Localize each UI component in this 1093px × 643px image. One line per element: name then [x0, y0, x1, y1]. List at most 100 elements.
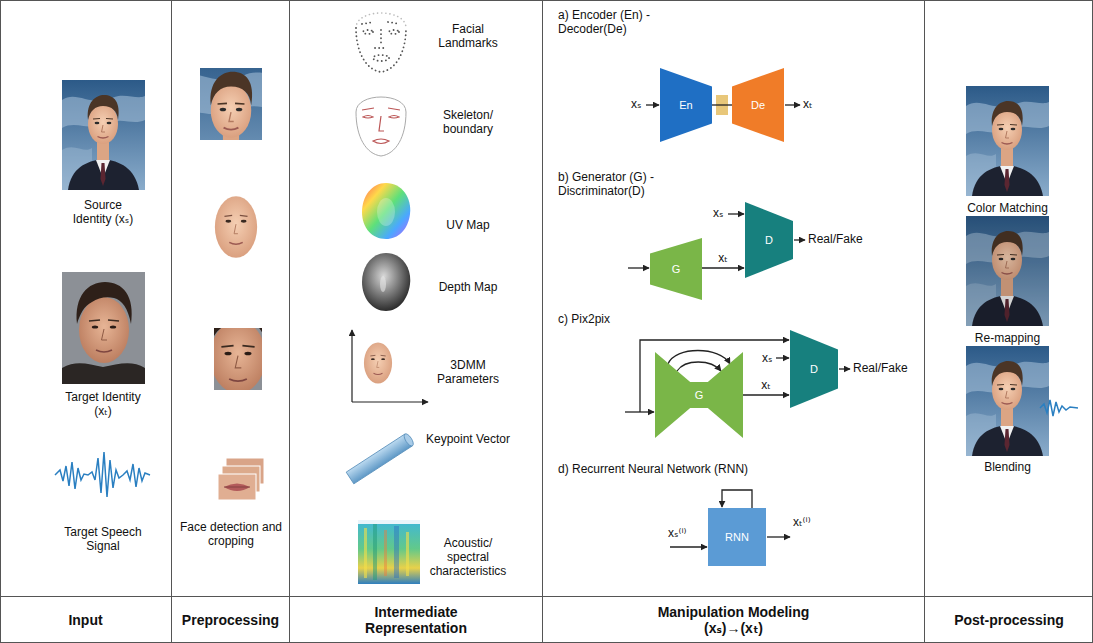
heading-band: Preprocessing — [172, 596, 289, 643]
skeleton-sketch — [379, 116, 384, 131]
face-crops — [215, 196, 257, 257]
representation-name: UV Map — [423, 218, 513, 232]
landmark-sketch — [356, 13, 406, 72]
variable-label: xₛ — [631, 97, 641, 111]
spectrogram — [373, 524, 377, 580]
model-title: d) Recurrent Neural Network (RNN) — [558, 462, 748, 476]
discriminator-block-fill — [745, 202, 793, 278]
step-caption: Face detection and cropping — [175, 520, 287, 548]
variable-label: xₜ⁽ⁱ⁾ — [793, 515, 811, 529]
encoder-block-fill — [660, 68, 712, 142]
depth-map — [362, 253, 410, 311]
spectrogram — [406, 532, 409, 576]
input-caption: Target Identity (xₜ) — [65, 390, 141, 418]
depth-map — [362, 253, 410, 311]
block-name: G — [695, 389, 704, 402]
model-arrows — [625, 95, 850, 547]
landmark-sketch — [375, 30, 387, 48]
model-arrows — [785, 104, 800, 105]
block-name: G — [672, 263, 681, 276]
landmark-sketch — [362, 22, 400, 24]
model-arrows — [646, 104, 659, 105]
generator-block: G — [650, 238, 702, 300]
discriminator-block: D — [745, 202, 793, 278]
column-heading: Preprocessing — [182, 612, 279, 628]
block-text-area: RNN — [708, 508, 766, 566]
block-name: D — [765, 234, 773, 247]
spectrogram — [358, 520, 420, 524]
column-heading: Post-processing — [954, 612, 1064, 628]
heading-band: Manipulation Modeling (xₛ)→(xₜ) — [543, 596, 924, 643]
variable-label: xₛ — [762, 351, 772, 365]
model-arrows — [628, 267, 649, 268]
representation-name: Skeleton/ boundary — [428, 108, 508, 136]
landmark-sketch — [356, 28, 406, 72]
block-text-area: G — [655, 352, 743, 438]
column-heading: Intermediate Representation — [351, 604, 481, 636]
skeleton-sketch — [356, 97, 406, 156]
column-heading: Manipulation Modeling (xₛ)→(xₜ) — [634, 604, 834, 636]
output-photos — [966, 216, 1049, 326]
face-crops — [176, 51, 288, 500]
discriminator-block-fill — [790, 330, 838, 408]
representation-name: Facial Landmarks — [428, 22, 508, 50]
heading-band: Intermediate Representation — [290, 596, 542, 643]
connector-arrow — [743, 394, 789, 395]
input-photos — [62, 272, 145, 384]
output-photos — [966, 86, 1078, 456]
spectrogram — [394, 526, 399, 578]
face-crops — [176, 51, 288, 199]
connector-arrow — [712, 104, 732, 105]
variable-label: xₛ — [713, 206, 723, 220]
output-label: Real/Fake — [853, 361, 908, 375]
landmark-sketch — [373, 55, 389, 61]
model-title: c) Pix2pix — [558, 312, 610, 326]
face-crops — [224, 487, 250, 488]
output-photos — [1040, 400, 1078, 416]
skeleton-sketch — [373, 139, 389, 144]
uv-map — [362, 183, 410, 239]
3dmm-axes — [351, 330, 352, 402]
connector-label: xₜ — [716, 251, 730, 265]
output-label: Real/Fake — [808, 232, 863, 246]
stage-column: Input — [0, 0, 172, 643]
face-crops — [192, 293, 284, 417]
model-arrows — [776, 357, 789, 358]
spectrogram — [358, 520, 420, 584]
output-photos — [966, 346, 1049, 456]
block-name: D — [810, 363, 818, 376]
landmark-sketch — [356, 13, 406, 28]
keypoint-vector — [346, 432, 415, 484]
skeleton-sketch — [362, 108, 400, 110]
face-crops — [192, 293, 284, 417]
skeleton-sketch — [362, 108, 400, 144]
heading-band: Post-processing — [925, 596, 1093, 643]
speech-waveform — [55, 452, 150, 497]
step-caption: Color Matching — [951, 201, 1064, 215]
landmark-sketch — [356, 22, 406, 72]
column-heading: Input — [68, 612, 102, 628]
depth-map — [380, 276, 386, 292]
input-caption: Source Identity (xₛ) — [63, 198, 143, 226]
face-crops — [218, 474, 256, 500]
landmark-sketch — [389, 30, 399, 34]
block-name: RNN — [725, 531, 749, 544]
3dmm-axes — [352, 401, 428, 402]
decoder-block: De — [732, 68, 784, 142]
face-crops — [176, 51, 288, 199]
keypoint-vector — [402, 432, 415, 447]
output-photos — [966, 216, 1049, 326]
block-text-area: De — [732, 68, 784, 142]
block-text-area: En — [660, 68, 712, 142]
variable-label: xₜ — [803, 97, 813, 111]
input-caption: Target Speech Signal — [57, 525, 149, 553]
block-text-area: G — [650, 238, 702, 300]
spectrogram — [358, 520, 420, 584]
3dmm-axes — [352, 330, 428, 402]
model-arrows — [767, 536, 790, 537]
step-caption: Blending — [951, 460, 1064, 474]
model-arrows — [728, 213, 744, 214]
stage-column: Intermediate Representation — [290, 0, 543, 643]
block-text-area: D — [790, 330, 838, 408]
